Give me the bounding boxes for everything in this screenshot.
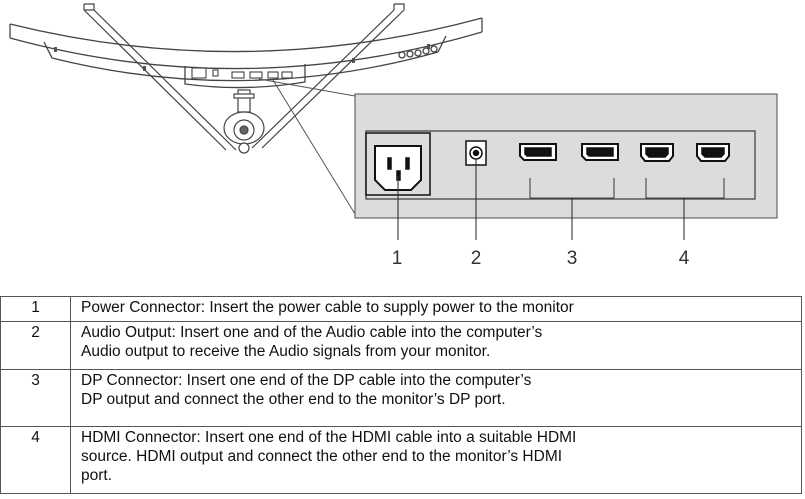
connector-table: 1 Power Connector: Insert the power cabl… — [0, 296, 802, 494]
leader-lines — [397, 160, 685, 240]
table-row: 4 HDMI Connector: Insert one end of the … — [0, 426, 802, 494]
monitor-port-cluster — [191, 67, 293, 79]
callout-number: 3 — [567, 248, 578, 269]
row-description: Audio Output: Insert one and of the Audi… — [70, 321, 802, 370]
control-buttons — [398, 45, 438, 59]
description-line: Audio output to receive the Audio signal… — [81, 343, 491, 360]
monitor-back — [9, 17, 483, 89]
callout-number: 4 — [679, 248, 690, 269]
stand-legs — [83, 3, 405, 151]
dp-port-icon — [519, 143, 557, 161]
power-connector-icon — [365, 132, 431, 196]
table-row: 1 Power Connector: Insert the power cabl… — [0, 296, 802, 322]
row-number: 3 — [0, 369, 71, 427]
row-description: DP Connector: Insert one end of the DP c… — [70, 369, 802, 427]
hdmi-port-icon — [696, 143, 730, 162]
zoom-lines — [258, 78, 356, 215]
description-line: port. — [81, 467, 113, 484]
stand-hub — [223, 89, 265, 154]
table-row: 3 DP Connector: Insert one end of the DP… — [0, 369, 802, 427]
description-line: Audio Output: Insert one and of the Audi… — [81, 324, 543, 341]
row-number: 1 — [0, 296, 71, 322]
dp-port-icon — [581, 143, 619, 161]
description-line: source. HDMI output and connect the othe… — [81, 448, 563, 465]
row-number: 4 — [0, 426, 71, 494]
description-line: DP Connector: Insert one end of the DP c… — [81, 372, 532, 389]
hdmi-port-icon — [640, 143, 674, 162]
row-description: Power Connector: Insert the power cable … — [70, 296, 802, 322]
callout-number: 1 — [392, 248, 403, 269]
description-line: Power Connector: Insert the power cable … — [81, 299, 574, 316]
vent-marks — [54, 44, 430, 71]
row-number: 2 — [0, 321, 71, 370]
callout-number: 2 — [471, 248, 482, 269]
monitor-rear-diagram: 1 2 3 4 — [9, 3, 778, 269]
row-description: HDMI Connector: Insert one end of the HD… — [70, 426, 802, 494]
description-line: DP output and connect the other end to t… — [81, 391, 506, 408]
description-line: HDMI Connector: Insert one end of the HD… — [81, 429, 577, 446]
table-row: 2 Audio Output: Insert one and of the Au… — [0, 321, 802, 370]
